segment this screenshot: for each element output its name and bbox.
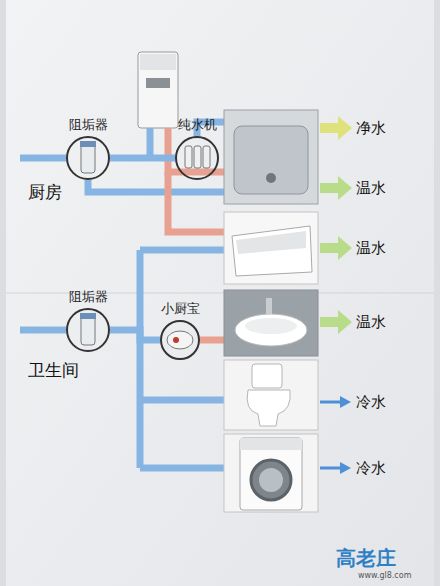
room-label: 卫生间 <box>28 360 79 380</box>
circle-outline <box>66 308 110 352</box>
device-name: 小厨宝 <box>161 301 200 317</box>
paper-sheet <box>6 0 434 586</box>
water-heater <box>138 52 178 128</box>
basin-bowl <box>245 318 297 334</box>
room-label: 厨房 <box>28 182 62 202</box>
cold-pipe <box>20 155 66 162</box>
bathtub <box>232 226 312 276</box>
output-label: 冷水 <box>356 393 386 411</box>
toilet-photo <box>224 360 318 430</box>
filter-cap <box>80 141 96 147</box>
sink-bowl <box>234 126 308 194</box>
wash-basin <box>235 314 307 346</box>
warm-water-arrow <box>320 176 352 200</box>
heater-display <box>146 78 170 88</box>
watermark-url: www.gl8.com <box>358 571 411 581</box>
warm-water-arrow <box>320 236 352 260</box>
circle-outline <box>67 137 109 179</box>
device-name: 阻垢器 <box>69 289 108 305</box>
cold-pipe <box>140 247 224 254</box>
output-label: 净水 <box>356 119 386 137</box>
hot-pipe <box>200 337 224 344</box>
pure-water-arrow <box>320 116 352 140</box>
heater-top <box>140 54 176 70</box>
water-pipe <box>110 155 175 162</box>
washer-photo <box>224 434 318 512</box>
device-circle: 小厨宝 <box>160 320 200 360</box>
output-label: 温水 <box>356 313 386 331</box>
cold-pipe <box>140 465 224 472</box>
circle-outline <box>66 136 110 180</box>
arrow-head <box>340 396 351 408</box>
bathtub-inside <box>236 231 306 254</box>
circle-outline <box>67 309 109 351</box>
scale-filter-icon <box>81 315 95 345</box>
device-name: 阻垢器 <box>69 117 108 133</box>
arrow-head <box>340 462 351 474</box>
sink-drain <box>266 173 276 183</box>
basin-tap <box>266 298 272 314</box>
bathtub-photo <box>224 212 318 284</box>
circle-outline <box>176 137 218 179</box>
toilet-bowl <box>247 390 290 426</box>
filter-cap <box>80 313 96 319</box>
washer-door <box>251 460 291 500</box>
circle-outline <box>160 320 200 360</box>
cold-pipe <box>147 128 154 158</box>
heater-light <box>173 337 179 343</box>
device-circle: 纯水机 <box>175 136 219 180</box>
basin-photo <box>224 290 318 356</box>
heater-tank-icon <box>167 331 193 349</box>
device-circle: 阻垢器 <box>66 308 110 352</box>
device-circle: 阻垢器 <box>66 136 110 180</box>
device-name: 纯水机 <box>178 117 217 133</box>
output-label: 温水 <box>356 239 386 257</box>
water-pipe <box>110 330 160 340</box>
output-label: 冷水 <box>356 459 386 477</box>
circle-outline <box>175 136 219 180</box>
watermark: 高老庄 <box>336 546 396 570</box>
warm-water-arrow <box>320 310 352 334</box>
cold-pipe <box>88 180 224 192</box>
toilet-tank <box>252 364 282 388</box>
purifier-icon <box>203 146 210 168</box>
cold-water-arrow <box>320 467 342 470</box>
cold-pipe <box>137 250 144 468</box>
output-label: 温水 <box>356 179 386 197</box>
kitchen-sink <box>224 110 318 204</box>
cold-pipes <box>20 122 224 468</box>
washer-panel <box>240 438 302 450</box>
cold-water-arrow <box>320 401 342 404</box>
washer-glass <box>259 468 283 492</box>
cold-pipe <box>140 397 224 404</box>
cold-pipe <box>20 327 66 334</box>
scale-filter-icon <box>81 143 95 173</box>
hot-pipe <box>168 172 224 232</box>
purifier-icon <box>185 146 192 168</box>
cold-water-arrows <box>320 396 351 474</box>
circle-outline <box>161 321 199 359</box>
purifier-icon <box>194 146 201 168</box>
washing-machine <box>240 438 302 510</box>
